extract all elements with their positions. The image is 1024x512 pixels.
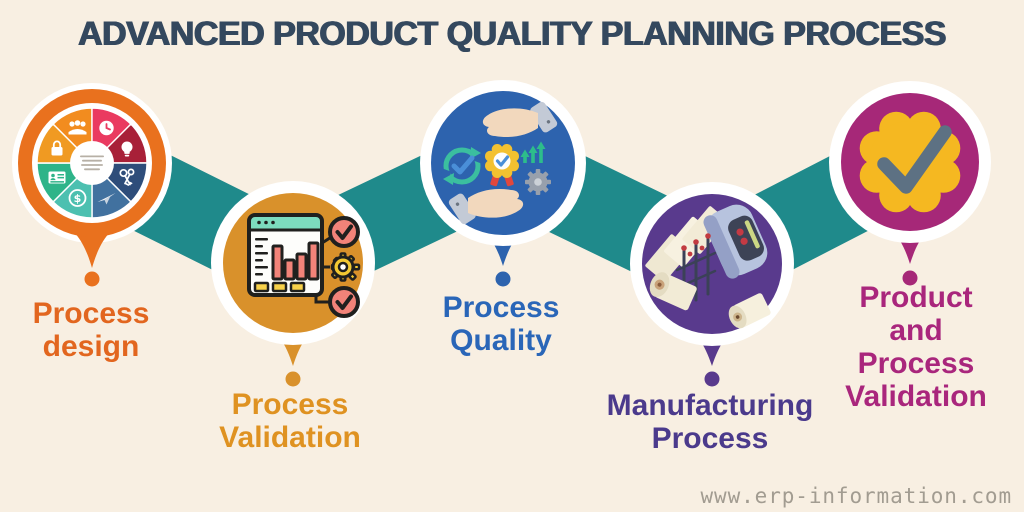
hand-icon bbox=[482, 101, 558, 138]
bar-chart-bars bbox=[271, 241, 320, 281]
watermark-url: www.erp-information.com bbox=[700, 484, 1012, 508]
paper-plane-icon bbox=[97, 193, 116, 205]
check-circle-icon bbox=[328, 286, 360, 318]
axis-ticks bbox=[255, 238, 268, 276]
clock-icon bbox=[99, 120, 114, 136]
svg-text:$: $ bbox=[74, 192, 82, 205]
certified-badge-icon bbox=[859, 111, 961, 213]
center-placeholder-text bbox=[80, 155, 104, 171]
gear-icon bbox=[525, 169, 551, 195]
frame-nodes bbox=[681, 233, 711, 257]
medal-icon bbox=[485, 144, 519, 187]
legend-blocks bbox=[253, 281, 306, 293]
pin-product-process-validation bbox=[829, 81, 991, 286]
keys-icon bbox=[119, 168, 135, 186]
dollar-icon: $ bbox=[68, 189, 87, 207]
pin-process-design: $ bbox=[12, 83, 172, 287]
people-icon bbox=[68, 120, 87, 135]
pin-process-quality bbox=[420, 80, 586, 287]
page-title: ADVANCED PRODUCT QUALITY PLANNING PROCES… bbox=[78, 15, 946, 53]
paper-roll bbox=[649, 272, 697, 311]
pin-process-validation bbox=[211, 181, 375, 387]
paper-roll bbox=[728, 293, 771, 329]
manufacturing-machine-icon bbox=[645, 204, 771, 329]
growth-arrows-icon bbox=[520, 141, 546, 163]
lock-icon bbox=[51, 140, 63, 156]
machine-body bbox=[703, 204, 768, 279]
recycle-check-icon bbox=[440, 147, 484, 185]
checkmark-icon bbox=[877, 125, 952, 194]
id-card-icon bbox=[48, 171, 66, 184]
pin-manufacturing-process bbox=[630, 182, 794, 387]
hands-quality-icon bbox=[440, 101, 558, 226]
lightbulb-icon bbox=[121, 141, 133, 157]
dashboard-checklist-icon bbox=[247, 213, 361, 318]
check-circle-icon bbox=[328, 216, 360, 248]
gear-icon bbox=[330, 252, 361, 282]
